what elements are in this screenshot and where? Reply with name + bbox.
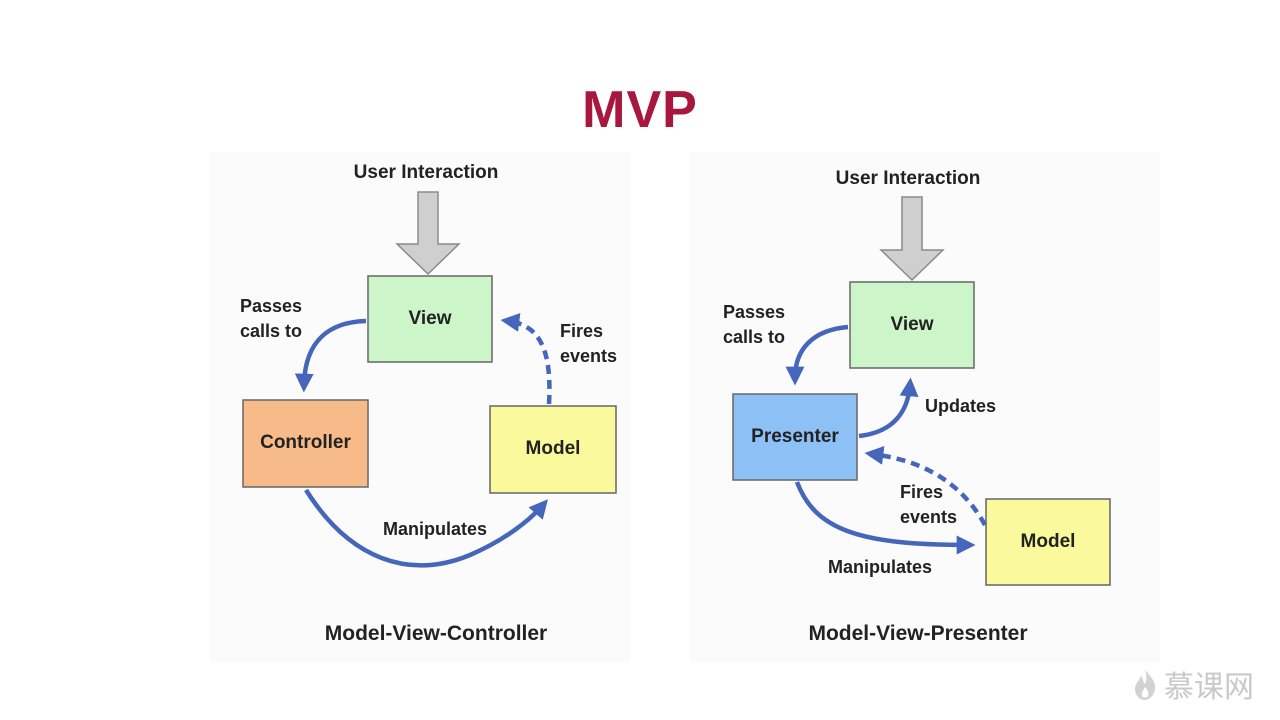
mvc-view-box <box>367 275 493 363</box>
mvp-updates-arrow <box>858 377 919 439</box>
mvp-view-box <box>849 281 975 369</box>
mvp-passes-calls-arrow <box>785 324 849 386</box>
mvc-controller-label: Controller <box>260 432 351 453</box>
mvc-passes-calls-arrow <box>294 318 367 393</box>
mvc-view-label: View <box>409 308 452 329</box>
mvc-caption: Model-View-Controller <box>325 622 547 645</box>
mvc-manipulates-label: Manipulates <box>383 519 487 539</box>
watermark-text: 慕课网 <box>1164 670 1254 705</box>
mvp-updates-label: Updates <box>925 396 996 416</box>
mvc-user-input-arrow <box>395 191 461 276</box>
mvp-manipulates-arrow <box>794 481 976 555</box>
mvc-fires-events-arrow <box>500 313 552 405</box>
mvp-view-label: View <box>891 314 934 335</box>
mvp-presenter-box <box>732 393 858 481</box>
mvp-manipulates-label: Manipulates <box>828 557 932 577</box>
mvp-caption: Model-View-Presenter <box>808 622 1027 645</box>
mvc-passes-calls-label-line1: Passes <box>240 296 302 316</box>
mvp-user-input-arrow <box>879 196 945 282</box>
mvc-model-box <box>489 405 617 494</box>
mvp-passes-calls-label-line2: calls to <box>723 327 785 347</box>
mvp-fires-events-arrow <box>864 446 987 527</box>
mvp-user-interaction-label: User Interaction <box>836 168 981 189</box>
mvp-fires-events-label-line1: Fires <box>900 482 943 502</box>
watermark: 慕课网 <box>1132 662 1254 706</box>
page-title: MVP <box>582 81 698 139</box>
mvc-model-label: Model <box>526 438 581 459</box>
mvp-model-box <box>985 498 1111 586</box>
mvc-fires-events-label-line1: Fires <box>560 321 603 341</box>
mvc-fires-events-label-line2: events <box>560 346 617 366</box>
mvc-manipulates-arrow <box>304 488 548 568</box>
mvc-passes-calls-label-line2: calls to <box>240 321 302 341</box>
mvp-passes-calls-label-line1: Passes <box>723 302 785 322</box>
mvp-model-label: Model <box>1021 531 1076 552</box>
mvc-user-interaction-label: User Interaction <box>354 162 499 183</box>
mvc-controller-box <box>242 399 369 488</box>
mvp-presenter-label: Presenter <box>751 426 839 447</box>
mvp-fires-events-label-line2: events <box>900 507 957 527</box>
flame-logo-icon <box>1135 669 1156 700</box>
